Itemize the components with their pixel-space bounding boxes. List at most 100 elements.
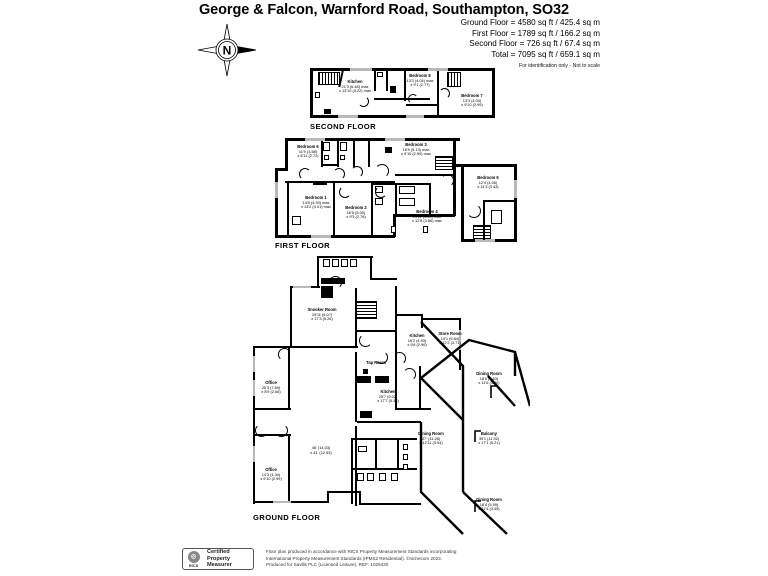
window [428, 68, 448, 71]
door-swing [255, 424, 268, 437]
hall-wall [395, 286, 398, 330]
wall-left [275, 168, 278, 238]
room-dim-1: 16'5 (5.00) [346, 209, 366, 215]
window [253, 446, 256, 462]
wing-connector [453, 164, 463, 167]
wall-bottom-left [253, 501, 329, 504]
wall-bottom [327, 491, 361, 494]
room-dim-1: 46' (14.03) [311, 445, 331, 450]
wall-annex-left [317, 256, 320, 286]
room-bedroom-4: Bedroom 4 13'11 (4.24) max x 12'8 (3.86)… [400, 209, 454, 224]
wall-annex-right [370, 256, 373, 280]
door-swing [278, 348, 291, 361]
wall-far-left [253, 346, 256, 504]
door-swing [375, 351, 388, 364]
room-tap: Tap Room [355, 360, 397, 366]
hall-wall [290, 346, 358, 349]
window [459, 330, 462, 350]
room-name: Bedroom 7 [461, 93, 483, 98]
window [406, 115, 424, 118]
room-dim-1: 12'4 (4.06) [478, 179, 498, 185]
footer: ◎ RICS Certified Property Measurer Floor… [182, 547, 602, 573]
room-dim-2: x 17'3 (5.26) [311, 316, 333, 321]
window [305, 138, 325, 141]
fixture [423, 226, 428, 233]
room-name: Bedroom 5 [477, 175, 499, 180]
room-name: Office [265, 380, 277, 385]
room-dim-1: 19'11 (6.07) [311, 311, 333, 317]
room-dim-2: x 9'3 (2.76) [346, 214, 366, 219]
staircase [355, 301, 377, 319]
room-name: Kitchen [409, 333, 425, 338]
rics-line-3: Measurer [207, 562, 232, 569]
door-swing [408, 94, 418, 104]
bath-fixture [323, 142, 330, 151]
area-total: Total = 7095 sq ft / 659.1 sq m [491, 49, 600, 59]
room-name: Bedroom 4 [416, 209, 438, 214]
room-dim-2: x 17'7 (5.38) [377, 398, 399, 403]
window [475, 239, 495, 242]
room-bedroom-8: Bedroom 8 13'3 (4.04) max x 9'1 (2.77) [390, 73, 450, 88]
window [338, 115, 358, 118]
rics-badge-text: Certified Property Measurer [204, 549, 232, 568]
rics-logo: ◎ RICS [183, 549, 204, 570]
wing-wall-top [461, 164, 517, 167]
room-bedroom-6: Bedroom 6 11'9 (3.58) x 8'11 (2.72) [283, 144, 333, 159]
door-swing [351, 166, 363, 178]
room-name: Bedroom 6 [297, 144, 319, 149]
wall-bottom [310, 115, 495, 118]
partition-wall [406, 104, 437, 106]
room-dim-2: x 12'11 (3.94) [419, 440, 443, 445]
wc-fixture [357, 473, 364, 481]
wc-partition [353, 468, 417, 471]
corridor-wall [285, 181, 395, 183]
bath-fixture [340, 142, 347, 151]
staircase [435, 156, 453, 170]
room-name: Snooker Room [307, 307, 337, 312]
door-swing [333, 168, 345, 180]
room-store: Store Room 19'1 (5.84) x 12'2 (3.71) [427, 331, 473, 346]
wing-wall-left [461, 164, 464, 242]
fixture [324, 109, 331, 114]
window [385, 138, 405, 141]
room-dim-2: x 41' (12.53) [310, 449, 332, 455]
wall-top [285, 138, 460, 141]
room-name: Dining Room [418, 431, 444, 436]
room-bedroom-5: Bedroom 5 12'4 (4.06) x 11'3 (3.43) [463, 175, 513, 190]
window [350, 68, 372, 71]
floor-label-first: FIRST FLOOR [275, 241, 331, 250]
wc-block-wall [351, 438, 417, 441]
wall-top [310, 68, 495, 71]
room-dim-1: 13'3 (4.04) [462, 97, 482, 103]
wall-step [253, 346, 293, 349]
bar-counter [375, 376, 389, 383]
room-kitchen-upper: Kitchen 16'2 (4.93) x 9'8 (2.96) [395, 333, 439, 348]
room-dim-2: x 9'10 (2.99) [260, 476, 282, 481]
room-dim-2: x 11'3 (3.43) [477, 184, 499, 189]
wc-fixture [403, 464, 408, 470]
room-dining-main: Dining Room 37' (11.28) x 12'11 (3.94) [405, 431, 457, 446]
fixture [375, 198, 383, 205]
wall-bottom-left [275, 235, 395, 238]
fixture [350, 259, 357, 267]
disclaimer-text: For identification only - Not to scale [518, 63, 600, 69]
room-dim-2: x 17'1 (5.21) [478, 440, 500, 445]
area-ground: Ground Floor = 4580 sq ft / 425.4 sq m [460, 18, 600, 27]
room-dim-2: x 11'4 (3.45) [478, 506, 500, 511]
bar-counter [357, 376, 371, 383]
wc-block-wall [351, 438, 354, 504]
room-dim-2: x 9'8 (2.96) [407, 342, 427, 347]
first-floor-plan: Bedroom 6 11'9 (3.58) x 8'11 (2.72) Bedr… [275, 138, 520, 250]
partition-wall [353, 140, 355, 167]
room-bedroom-7: Bedroom 7 13'3 (4.04) x 9'10 (2.99) [448, 93, 496, 108]
wc-partition [397, 440, 400, 470]
wall-left-upper [285, 138, 288, 170]
room-dim-1: 13'11 (4.24) max [412, 213, 442, 219]
door-swing [467, 204, 481, 218]
wc-fixture [403, 454, 408, 460]
wing-wall-right [514, 164, 517, 242]
door-swing [375, 164, 389, 178]
hall-wall [371, 278, 397, 281]
room-dim-1: 29'7 (9.02) [378, 393, 398, 399]
